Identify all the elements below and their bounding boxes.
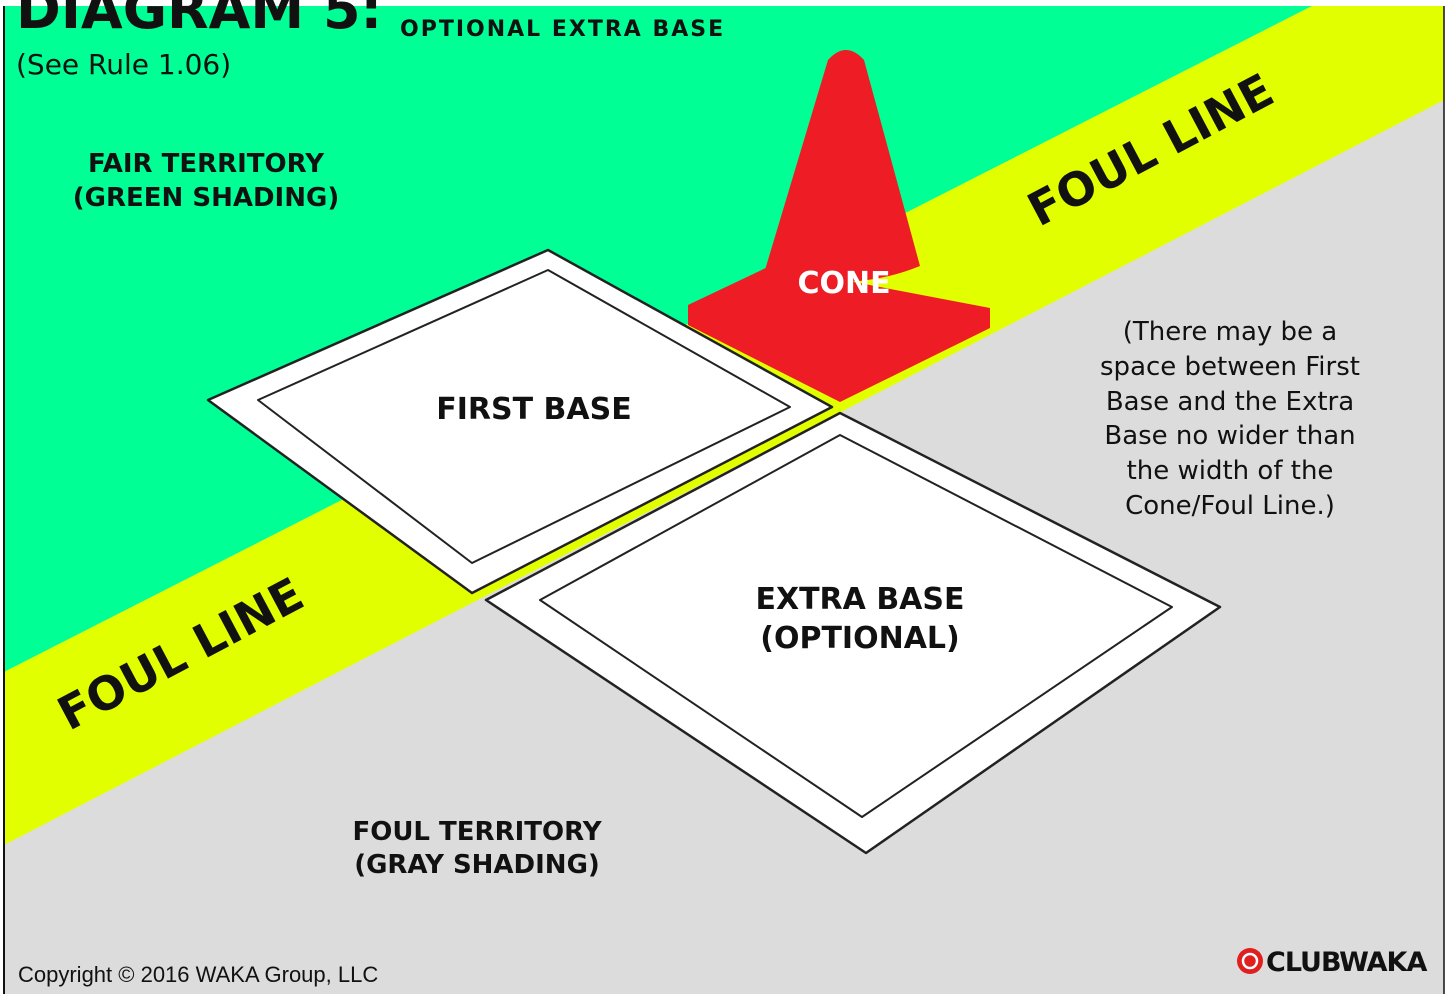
diagram-subtitle: OPTIONAL EXTRA BASE	[400, 17, 725, 42]
extra-base	[484, 411, 1222, 855]
waka-logo-icon	[1237, 948, 1263, 974]
clubwaka-logo: CLUBWAKA	[1237, 947, 1428, 978]
extra-base-label: EXTRA BASE	[755, 582, 964, 617]
cone-icon	[688, 50, 990, 410]
spacing-note: (There may be a space between First Base…	[1100, 317, 1360, 521]
note-line: the width of the	[1127, 456, 1334, 486]
note-line: space between First	[1100, 352, 1360, 382]
fair-territory-sublabel: (GREEN SHADING)	[73, 183, 339, 213]
foul-territory-sublabel: (GRAY SHADING)	[354, 850, 600, 880]
foul-territory-label: FOUL TERRITORY	[352, 817, 602, 847]
first-base	[206, 248, 834, 595]
diagram-title: DIAGRAM 5:	[16, 0, 382, 41]
rule-reference: (See Rule 1.06)	[16, 48, 231, 81]
note-line: Base and the Extra	[1106, 387, 1354, 417]
note-line: (There may be a	[1123, 317, 1338, 347]
note-line: Cone/Foul Line.)	[1125, 491, 1335, 521]
logo-text: CLUBWAKA	[1266, 947, 1427, 978]
copyright-notice: Copyright © 2016 WAKA Group, LLC	[18, 962, 379, 987]
note-line: Base no wider than	[1104, 421, 1355, 451]
cone-label: CONE	[797, 266, 890, 301]
first-base-label: FIRST BASE	[436, 392, 631, 427]
fair-territory-label: FAIR TERRITORY	[88, 149, 325, 179]
extra-base-sublabel: (OPTIONAL)	[760, 621, 959, 656]
